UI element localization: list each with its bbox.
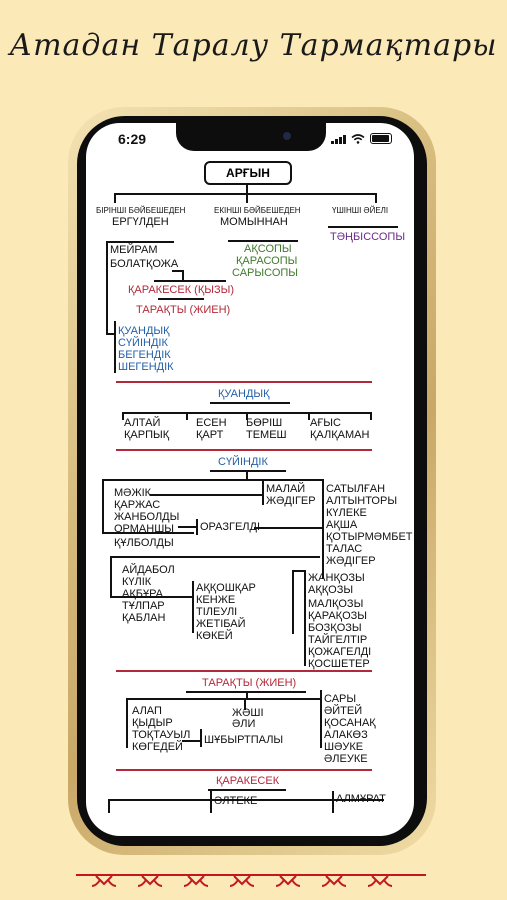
camera-icon [283,132,291,140]
tribe-name[interactable]: ТҰЛПАР [122,600,165,612]
tribe-name[interactable]: АЛТЫНТОРЫ [326,495,398,507]
tribe-name[interactable]: КЕНЖЕ [196,594,236,606]
tribe-name[interactable]: БӨРІШ [246,417,283,429]
child-name[interactable]: САРЫСОПЫ [232,267,299,279]
wife-label: ЕКІНШІ БӘЙБЕШЕДЕН [214,206,301,215]
section-divider [116,670,372,672]
signal-icon [331,134,346,144]
tribe-name[interactable]: ШҰБЫРТПАЛЫ [204,734,284,746]
wife-label: БІРІНШІ БӘЙБЕШЕДЕН [96,206,186,215]
tribe-name[interactable]: ҚОЖАГЕЛДІ [308,646,372,658]
tribe-name[interactable]: ҚЫДЫР [132,717,173,729]
page-title: Атадан Таралу Тармақтары [9,28,498,63]
tribe-name[interactable]: ОРАЗГЕЛДІ [200,521,261,533]
tribe-name[interactable]: ҚАРЖАС [114,499,161,511]
tribe-name[interactable]: ҚОСШЕТЕР [308,658,370,670]
tribe-name[interactable]: ӘЛТЕКЕ [214,795,258,807]
tribe-name[interactable]: МАЛҚОЗЫ [308,598,364,610]
tribe-name[interactable]: АЛТАЙ [124,417,161,429]
section-title[interactable]: ҚУАНДЫҚ [218,388,270,400]
section-divider [116,769,372,771]
status-time: 6:29 [118,131,147,147]
section-divider [116,449,372,451]
section-title[interactable]: ТАРАҚТЫ (ЖИЕН) [202,677,297,689]
tribe-name[interactable]: ҚОСАНАҚ [324,717,376,729]
section-title[interactable]: СҮЙІНДІК [218,456,268,468]
section-divider [116,381,372,383]
tribe-name[interactable]: САТЫЛҒАН [326,483,386,495]
tribe-name[interactable]: ҚАЛҚАМАН [310,429,370,441]
son-name[interactable]: МОМЫННАН [220,216,288,228]
child-name[interactable]: БОЛАТҚОЖА [110,258,179,270]
branch-label[interactable]: ШЕГЕНДІК [118,361,174,373]
tribe-name[interactable]: БОЗҚОЗЫ [308,622,362,634]
branch-label[interactable]: СҮЙІНДІК [118,337,168,349]
status-icons [331,133,392,144]
tribe-name[interactable]: ЕСЕН [196,417,227,429]
tribe-name[interactable]: ҚАРПЫҚ [124,429,170,441]
tribe-name[interactable]: ҚҰЛБОЛДЫ [114,537,174,549]
son-name[interactable]: ЕРГҮЛДЕН [112,216,169,228]
tribe-name[interactable]: ТЕМЕШ [246,429,287,441]
tribe-name[interactable]: КҮЛІК [122,576,152,588]
tribe-name[interactable]: МӘЖІК [114,487,152,499]
tribe-name[interactable]: ӘЛИ [232,718,256,730]
notch [176,123,326,151]
tribe-name[interactable]: МАЛАЙ [266,483,306,495]
tribe-name[interactable]: ТАЙГЕЛТІР [308,634,368,646]
tribe-name[interactable]: ҚАРТ [196,429,224,441]
battery-icon [370,133,392,144]
tribe-name[interactable]: ТАЛАС [326,543,363,555]
branch-label[interactable]: ҚАРАКЕСЕК (ҚЫЗЫ) [128,284,235,296]
tribe-name[interactable]: АЛАП [132,705,162,717]
son-name[interactable]: ТӘҢБІССОПЫ [330,231,406,243]
tribe-name[interactable]: АҚҚОЗЫ [308,584,354,596]
root-node[interactable]: АРҒЫН [204,161,292,185]
tribe-name[interactable]: ТОҚТАУЫЛ [132,729,191,741]
tribe-name[interactable]: ТІЛЕУЛІ [196,606,238,618]
ornament-border [76,874,426,887]
child-name[interactable]: ҚАРАСОПЫ [236,255,298,267]
tribe-name[interactable]: АҚБҰРА [122,588,164,600]
tribe-name[interactable]: КӨКЕЙ [196,630,233,642]
tribe-name[interactable]: ӘЛЕУКЕ [324,753,368,765]
tribe-name[interactable]: АҒЫС [310,417,341,429]
wife-label: ҮШІНШІ ӘЙЕЛІ [332,206,389,215]
tribe-name[interactable]: КҮЛЕКЕ [326,507,367,519]
tribe-name[interactable]: САРЫ [324,693,357,705]
tribe-name[interactable]: ЖӘДІГЕР [326,555,376,567]
tribe-name[interactable]: ШӘУКЕ [324,741,364,753]
tribe-name[interactable]: ЖӘДІГЕР [266,495,316,507]
tribe-name[interactable]: ЖӘШІ [232,707,264,719]
child-name[interactable]: МЕЙРАМ [110,244,158,256]
tribe-name[interactable]: ЖАНБОЛДЫ [114,511,180,523]
tribe-name[interactable]: АЛАКӨЗ [324,729,368,741]
tribe-name[interactable]: ҚОТЫРМӘМБЕТ [326,531,413,543]
branch-label[interactable]: ТАРАҚТЫ (ЖИЕН) [136,304,231,316]
branch-label[interactable]: ҚУАНДЫҚ [118,325,170,337]
app-screen[interactable]: 6:29 АРҒЫН БІРІНШІ БӘЙБЕШЕДЕН ЕРГҮЛДЕН Е… [86,123,414,836]
wifi-icon [351,133,365,144]
tribe-name[interactable]: АЙДАБОЛ [122,564,175,576]
tribe-name[interactable]: АЛМҰРАТ [336,793,386,805]
tribe-name[interactable]: ЖАНҚОЗЫ [308,572,365,584]
section-title[interactable]: ҚАРАКЕСЕК [216,775,280,787]
child-name[interactable]: АҚСОПЫ [244,243,292,255]
branch-label[interactable]: БЕГЕНДІК [118,349,171,361]
tribe-name[interactable]: АҚҚОШҚАР [196,582,256,594]
tribe-name[interactable]: ҚАБЛАН [122,612,166,624]
tribe-name[interactable]: ҚАРАҚОЗЫ [308,610,368,622]
tribe-name[interactable]: АҚША [326,519,358,531]
tribe-name[interactable]: ӘЙТЕЙ [324,705,363,717]
tribe-name[interactable]: ЖЕТІБАЙ [196,618,246,630]
tribe-name[interactable]: КӨГЕДЕЙ [132,741,183,753]
family-tree[interactable]: АРҒЫН БІРІНШІ БӘЙБЕШЕДЕН ЕРГҮЛДЕН ЕКІНШІ… [86,123,414,836]
